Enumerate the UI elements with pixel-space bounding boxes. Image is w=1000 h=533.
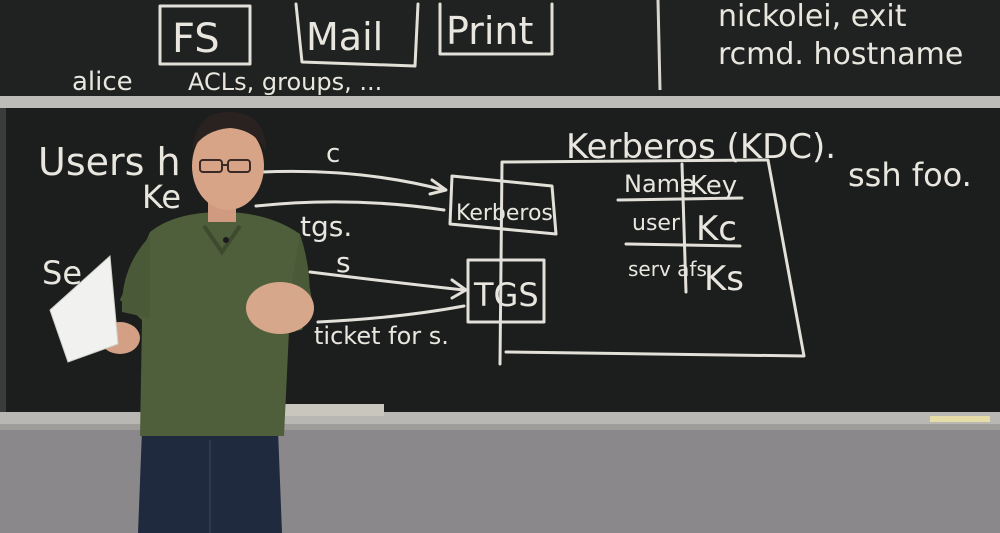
chalk-box-print xyxy=(438,2,554,56)
arrow-tgs xyxy=(254,200,446,212)
arrow-ticket xyxy=(316,304,466,324)
chalk-box-kerberos xyxy=(448,174,558,236)
arrow-c xyxy=(260,169,446,192)
arrow-label-ticket: ticket for s. xyxy=(314,322,449,350)
table-cell-user: user xyxy=(632,211,681,236)
top-chalkboard: FS Mail Print alice ACLs, groups, ... ni… xyxy=(0,0,1000,108)
chalk-text-rcmd: rcmd. hostname xyxy=(718,37,963,72)
arrow-label-tgs: tgs. xyxy=(300,210,352,243)
chalk-text-se: Se xyxy=(42,254,82,292)
kdc-boundary xyxy=(498,158,806,366)
table-header-name: Name xyxy=(624,170,695,198)
chalk-text-fs: FS xyxy=(172,16,220,62)
chalk-text-ke: Ke xyxy=(142,178,181,216)
table-cell-serv: serv afs xyxy=(628,257,707,281)
arrow-s xyxy=(308,270,466,292)
table-header-key: Key xyxy=(690,171,737,201)
chalk-text-acls: ACLs, groups, ... xyxy=(188,68,382,96)
chalk-text-users: Users h xyxy=(38,140,181,184)
lecturer xyxy=(49,111,314,533)
chalk-box-tgs xyxy=(466,258,546,324)
chalk-text-tgs: TGS xyxy=(473,276,539,314)
chalk-box-fs xyxy=(158,4,252,66)
chalk-text-mail: Mail xyxy=(306,15,383,59)
table-cell-ks: Ks xyxy=(704,259,744,299)
chalk-text-print: Print xyxy=(446,9,533,53)
chalk-text-nickolei: nickolei, exit xyxy=(718,0,907,34)
chalk-text-alice: alice xyxy=(72,67,133,97)
table-cell-kc: Kc xyxy=(696,209,737,249)
arrow-label-s: s xyxy=(336,246,351,279)
chalk-text-kdc-title: Kerberos (KDC). xyxy=(566,127,836,167)
arrow-label-c: c xyxy=(326,139,340,169)
key-table: Name Key user Kc serv afs Ks xyxy=(616,162,744,299)
chalk-text-ssh: ssh foo. xyxy=(848,156,972,194)
chalk-box-mail xyxy=(294,2,420,68)
chalk-text-kerberos: Kerberos xyxy=(456,201,553,226)
